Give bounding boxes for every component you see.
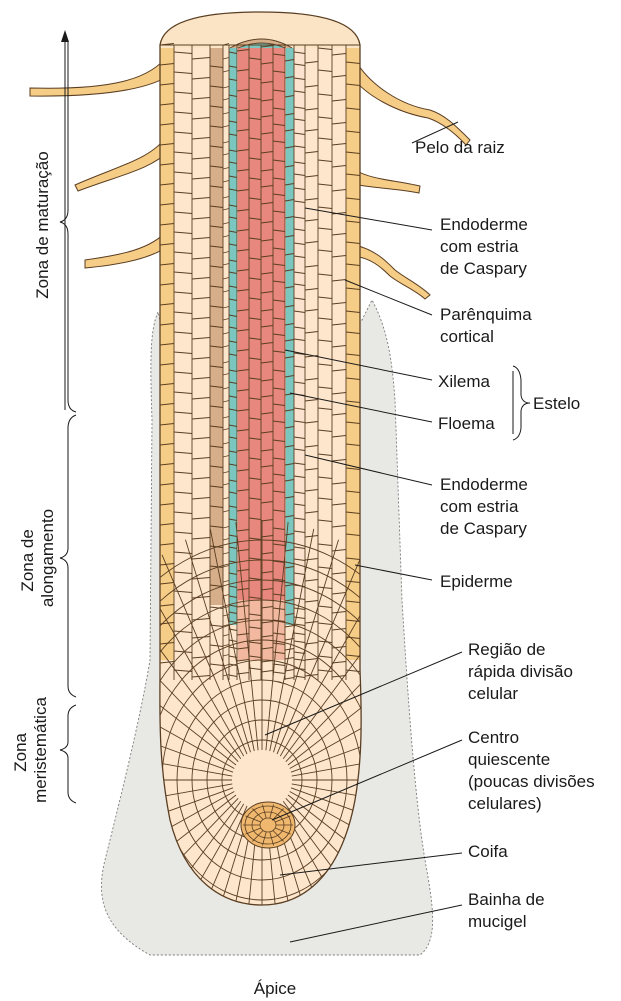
- label-parenquima: Parênquima cortical: [440, 305, 536, 346]
- root-hair-right-3: [354, 245, 430, 299]
- inner-cortex-right: [295, 45, 305, 605]
- root-hair-left-1: [30, 55, 170, 96]
- label-coifa: Coifa: [468, 842, 508, 861]
- label-bainha: Bainha de mucigel: [468, 890, 549, 931]
- label-apice: Ápice: [254, 979, 297, 998]
- inner-cortex-left: [210, 45, 223, 605]
- label-floema: Floema: [438, 414, 495, 433]
- label-xilema: Xilema: [438, 372, 491, 391]
- label-centro: Centro quiescente (poucas divisões celul…: [468, 728, 599, 813]
- zone-alongamento-label: Zona de alongamento: [18, 509, 57, 607]
- root-hair-left-3: [85, 230, 170, 268]
- brace-alongamento: [60, 415, 76, 697]
- label-epiderme: Epiderme: [440, 572, 513, 591]
- label-endoderme-2: Endoderme com estria de Caspary: [440, 475, 533, 538]
- root-hair-right-2: [354, 170, 420, 193]
- estelo-brace: [513, 366, 530, 440]
- zone-meristematica-label: Zona meristemática: [11, 697, 50, 803]
- root-hair-left-2: [75, 135, 170, 191]
- brace-meristematica: [60, 705, 76, 803]
- label-estelo: Estelo: [533, 394, 580, 413]
- root-hair-right-1: [353, 60, 470, 145]
- label-pelo: Pelo da raiz: [415, 138, 505, 157]
- zone-maturacao-label: Zona de maturação: [33, 151, 52, 298]
- endodermis-right: [286, 45, 294, 625]
- label-regiao: Região de rápida divisão celular: [468, 640, 578, 703]
- endodermis-left: [229, 45, 237, 625]
- label-endoderme-1: Endoderme com estria de Caspary: [440, 215, 533, 278]
